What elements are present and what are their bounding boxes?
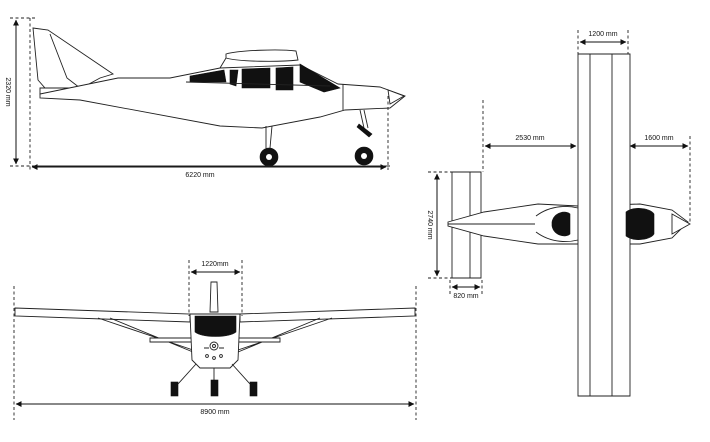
side-length-label: 6220 mm: [185, 172, 214, 179]
top-wing-to-tail-label: 2530 mm: [515, 135, 544, 142]
top-view: 1200 mm 2530 mm 1600 mm 2740 mm 820 mm: [426, 30, 691, 397]
front-view: 1220mm 8900 mm: [13, 260, 417, 420]
front-wingspan-label: 8900 mm: [200, 409, 229, 416]
side-height-label: 2320 mm: [4, 77, 11, 106]
top-tail-chord-label: 820 mm: [453, 293, 478, 300]
side-view: 2320 mm 6220 mm: [4, 17, 406, 179]
front-fuselage-width-label: 1220mm: [201, 261, 228, 268]
top-wing-to-nose-label: 1600 mm: [644, 135, 673, 142]
top-wing-chord-label: 1200 mm: [588, 31, 617, 38]
top-tail-span-label: 2740 mm: [426, 210, 433, 239]
